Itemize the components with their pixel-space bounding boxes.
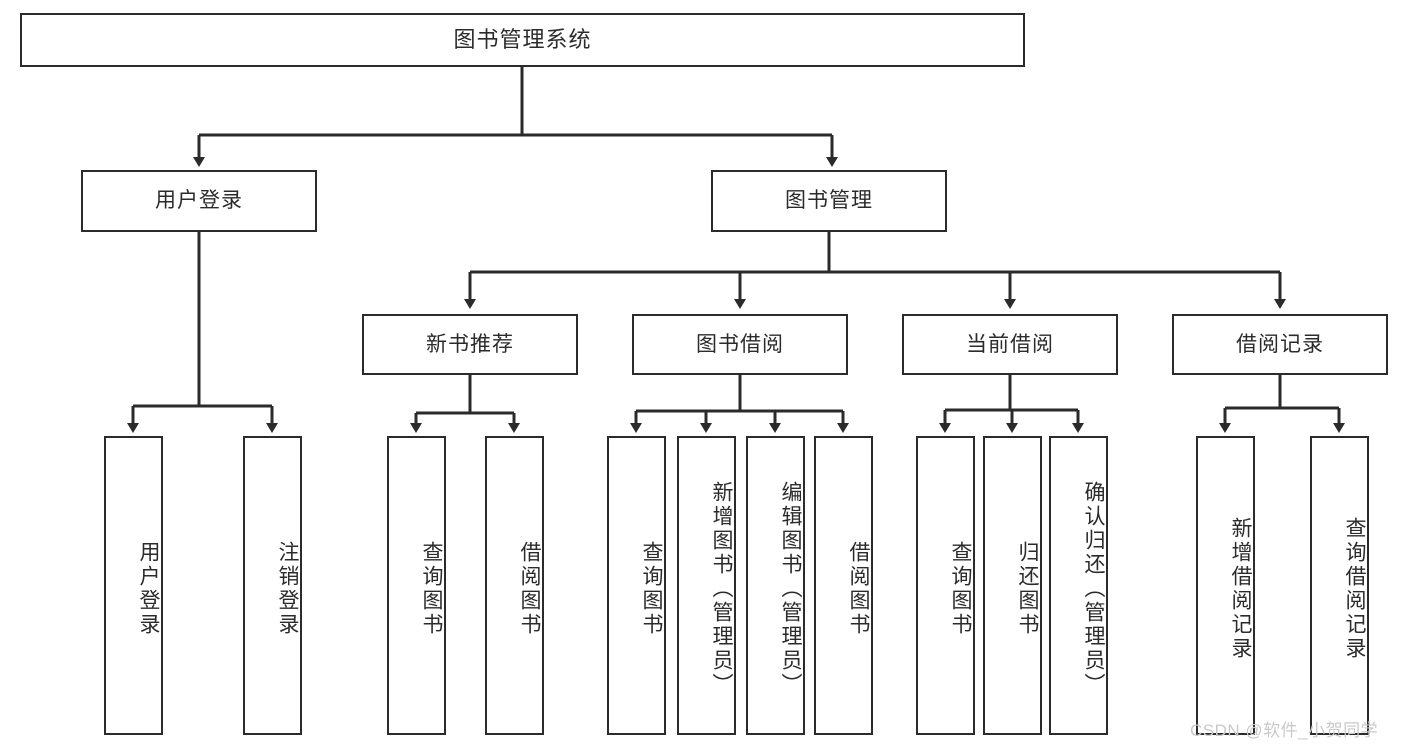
leaf-borrow-book-recommend-label: 借阅图书 [518,540,541,637]
watermark: CSDN @软件_小贺同学 [1190,721,1379,740]
leaf-return-book-label: 归还图书 [1016,540,1039,637]
leaf-borrow-book-label: 借阅图书 [847,540,870,637]
leaf-return-book[interactable]: 归还图书 [983,436,1042,735]
node-root-label: 图书管理系统 [453,26,592,52]
leaf-query-book-recommend[interactable]: 查询图书 [387,436,446,735]
leaf-query-book-current-label: 查询图书 [949,540,972,637]
leaf-query-borrow-record[interactable]: 查询借阅记录 [1310,436,1369,735]
leaf-logout-label: 注销登录 [276,540,299,637]
node-new-book-recommend-label: 新书推荐 [426,332,514,356]
leaf-add-borrow-record-label: 新增借阅记录 [1229,516,1252,661]
node-borrow-record[interactable]: 借阅记录 [1172,314,1388,375]
node-user-login-label: 用户登录 [155,189,243,213]
node-root[interactable]: 图书管理系统 [20,13,1025,67]
leaf-query-book-recommend-label: 查询图书 [420,540,443,637]
node-book-borrow[interactable]: 图书借阅 [632,314,848,375]
leaf-query-book-borrow-label: 查询图书 [640,540,663,637]
leaf-query-book-borrow[interactable]: 查询图书 [607,436,666,735]
leaf-add-book-admin-label: 新增图书（管理员） [710,480,733,697]
node-user-login[interactable]: 用户登录 [81,170,317,232]
leaf-query-borrow-record-label: 查询借阅记录 [1343,516,1366,661]
leaf-user-login-label: 用户登录 [137,540,160,637]
leaf-add-borrow-record[interactable]: 新增借阅记录 [1196,436,1255,735]
leaf-logout[interactable]: 注销登录 [243,436,302,735]
leaf-query-book-current[interactable]: 查询图书 [916,436,975,735]
node-book-borrow-label: 图书借阅 [696,332,784,356]
leaf-add-book-admin[interactable]: 新增图书（管理员） [677,436,736,735]
node-new-book-recommend[interactable]: 新书推荐 [362,314,578,375]
leaf-confirm-return-admin[interactable]: 确认归还（管理员） [1049,436,1108,735]
leaf-edit-book-admin[interactable]: 编辑图书（管理员） [746,436,805,735]
leaf-user-login[interactable]: 用户登录 [104,436,163,735]
node-current-borrow-label: 当前借阅 [966,332,1054,356]
node-book-management-label: 图书管理 [785,189,873,213]
leaf-edit-book-admin-label: 编辑图书（管理员） [779,480,802,697]
node-current-borrow[interactable]: 当前借阅 [902,314,1118,375]
node-borrow-record-label: 借阅记录 [1236,332,1324,356]
leaf-borrow-book[interactable]: 借阅图书 [814,436,873,735]
leaf-borrow-book-recommend[interactable]: 借阅图书 [485,436,544,735]
node-book-management[interactable]: 图书管理 [711,170,947,232]
leaf-confirm-return-admin-label: 确认归还（管理员） [1082,480,1105,697]
